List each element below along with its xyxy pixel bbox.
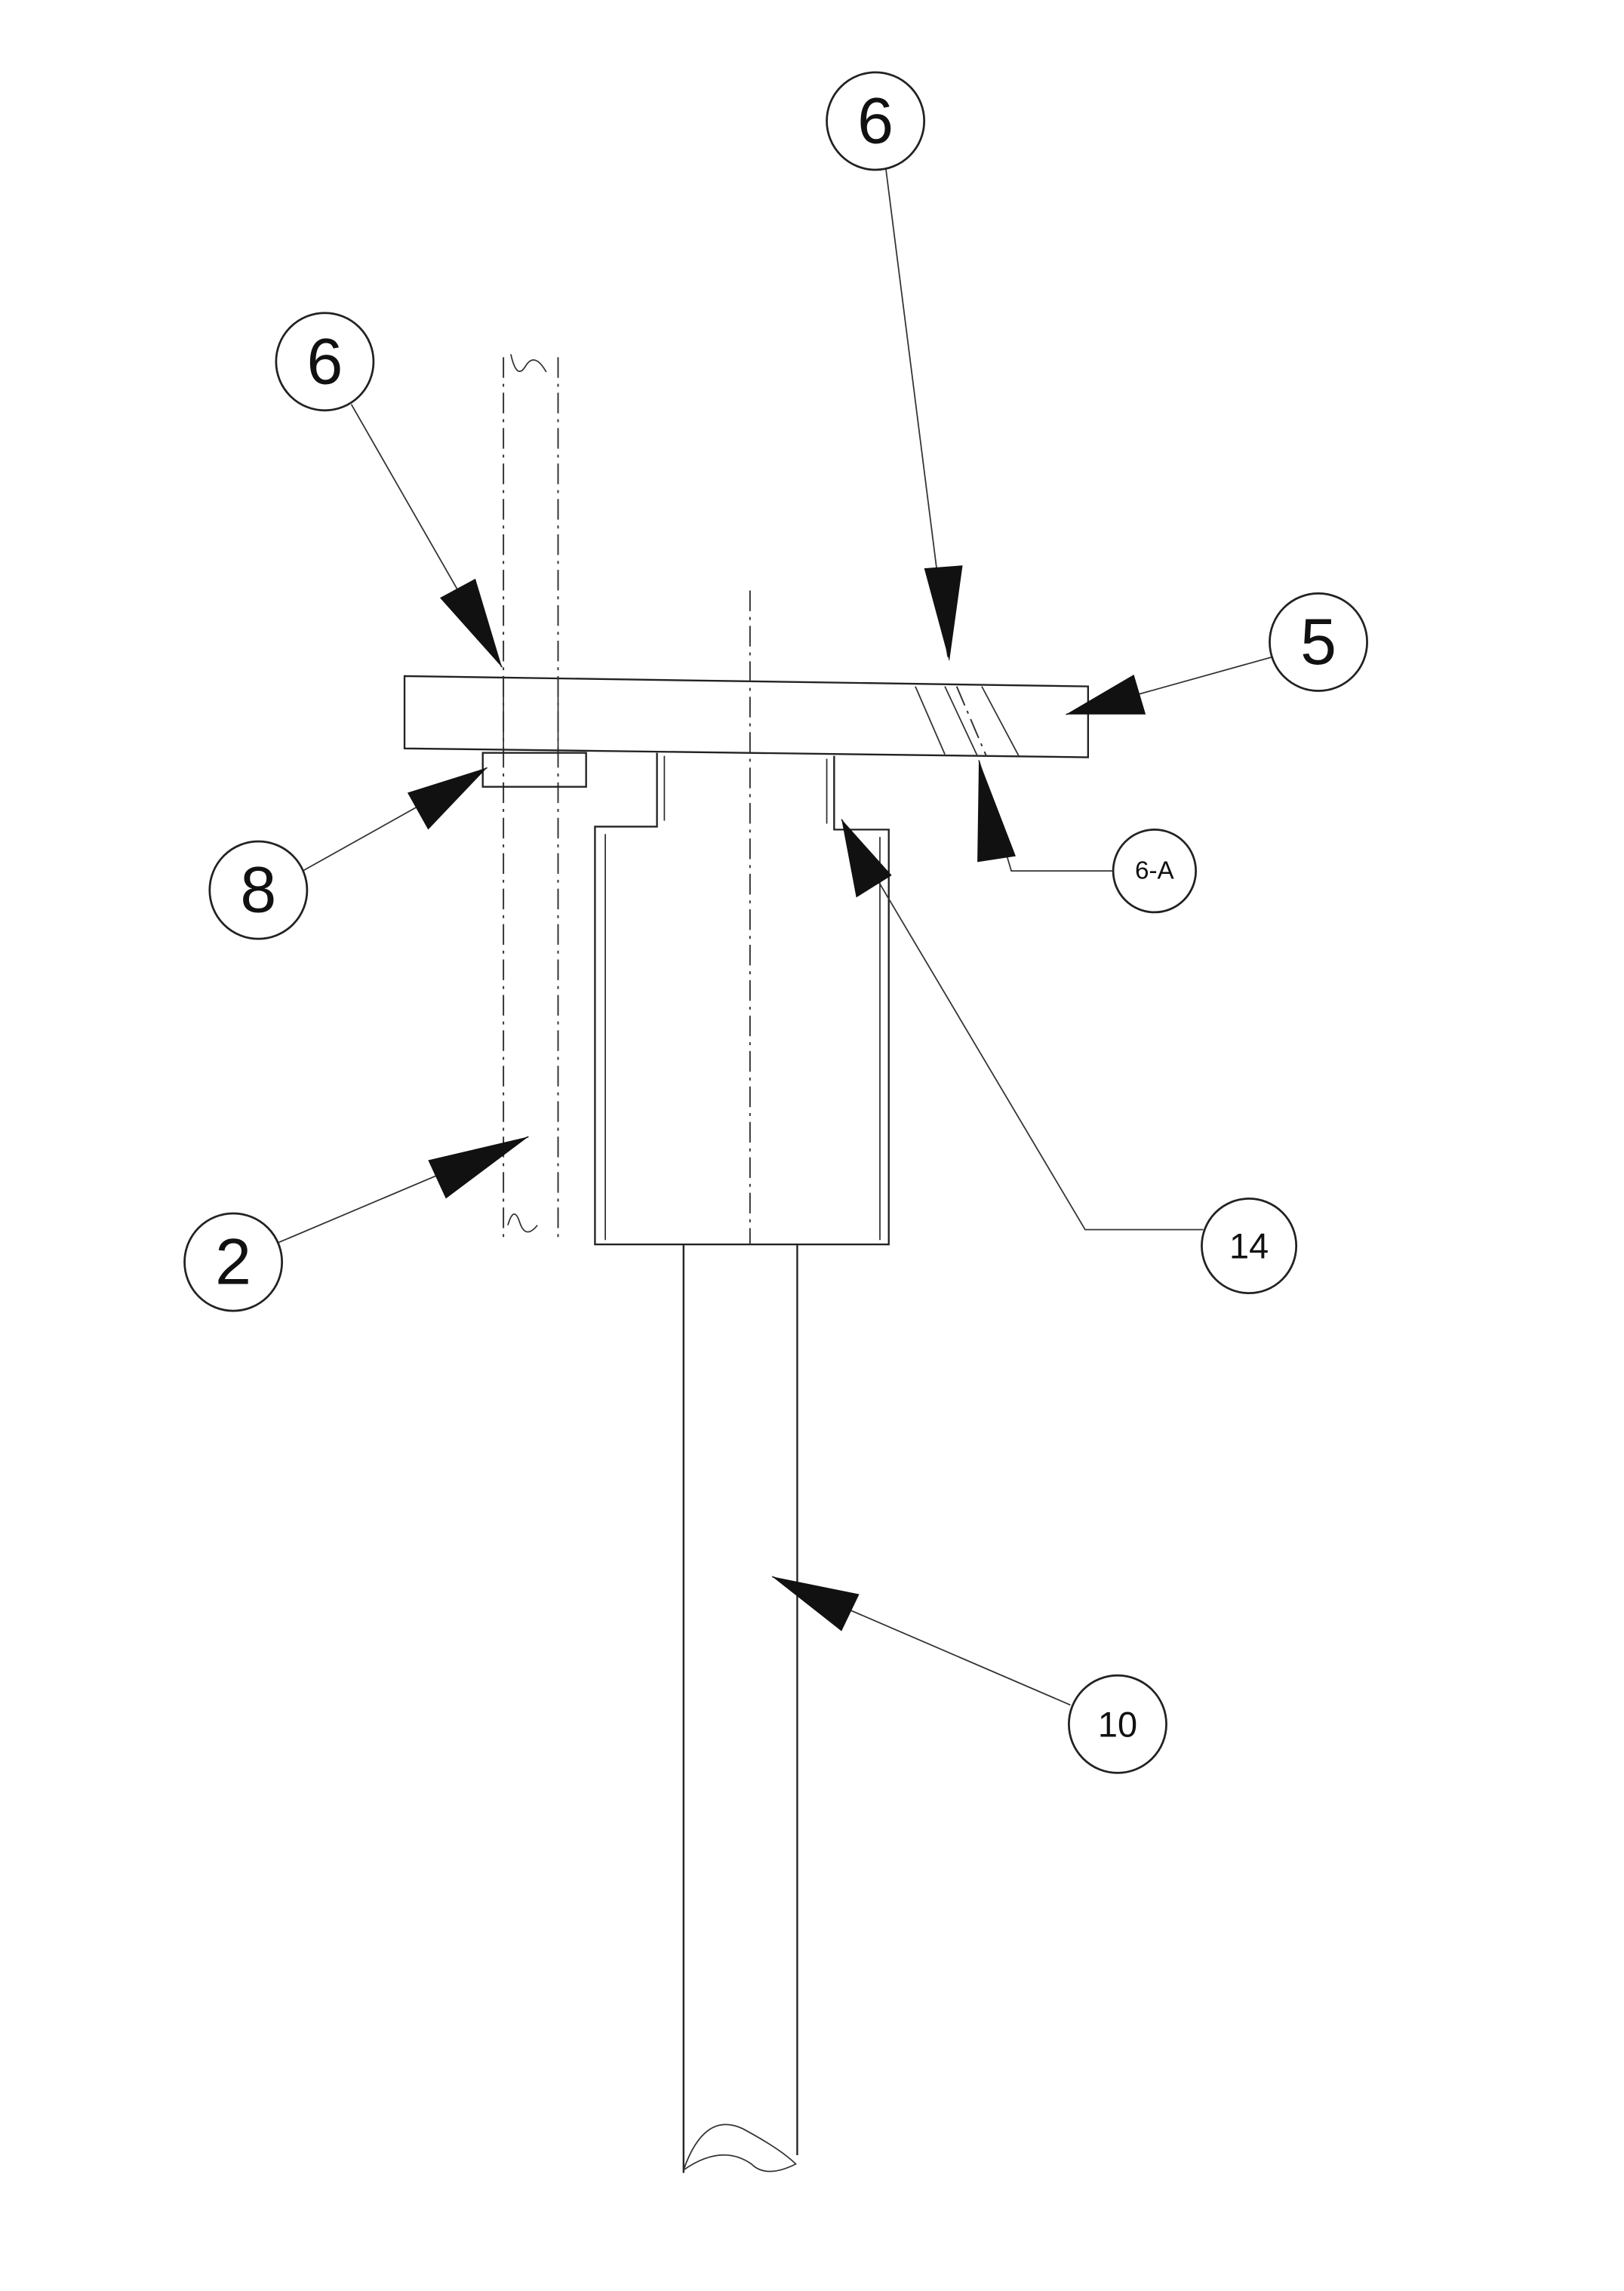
- callout-14: 14: [1201, 1198, 1298, 1294]
- wall-part-2: [503, 354, 559, 1238]
- callout-6-left: 6: [275, 312, 375, 412]
- plate-part-5: [403, 675, 1090, 758]
- rod-part-10: [682, 1244, 798, 2173]
- callout-label: 14: [1229, 1226, 1269, 1266]
- callout-label: 10: [1098, 1704, 1137, 1744]
- leader-lines: [277, 168, 1273, 1706]
- callout-label: 2: [215, 1226, 251, 1299]
- callout-label: 6: [857, 85, 894, 157]
- callout-8: 8: [208, 840, 309, 940]
- block-part-8: [481, 752, 587, 788]
- callout-label: 5: [1300, 606, 1336, 678]
- callout-10: 10: [1068, 1674, 1167, 1774]
- callout-2: 2: [183, 1212, 284, 1312]
- callout-label: 6: [306, 325, 343, 398]
- callout-6-top: 6: [826, 71, 926, 171]
- callout-label: 6-A: [1135, 857, 1175, 885]
- callout-label: 8: [240, 854, 276, 927]
- callout-5: 5: [1269, 592, 1368, 692]
- callout-6a: 6-A: [1112, 829, 1198, 914]
- hub-part-14: [594, 590, 890, 1246]
